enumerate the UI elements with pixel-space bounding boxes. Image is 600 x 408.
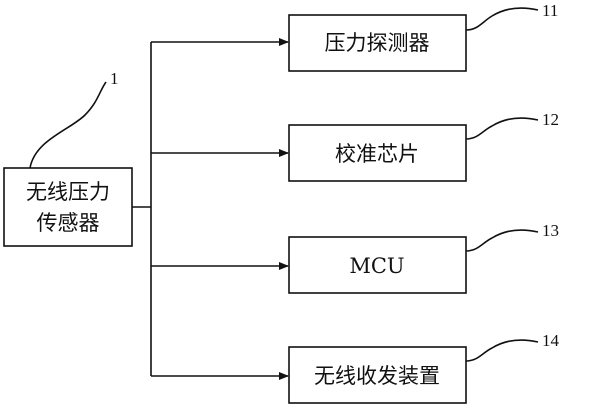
leader-line-13 xyxy=(465,229,539,252)
sub-block-pressure-detector: 压力探测器 xyxy=(288,14,467,72)
leader-line-11 xyxy=(465,7,539,31)
ref-numeral-14: 14 xyxy=(542,331,560,350)
main-block: 无线压力 传感器 xyxy=(3,167,133,247)
main-block-label-line1: 无线压力 xyxy=(26,180,110,204)
sub-block-calibration-chip: 校准芯片 xyxy=(288,124,467,182)
leader-line-12 xyxy=(465,117,539,140)
sub-block-label: 无线收发装置 xyxy=(314,364,440,388)
ref-numeral-11: 11 xyxy=(542,1,558,20)
sub-block-mcu: MCU xyxy=(288,236,467,294)
sub-block-wireless-transceiver: 无线收发装置 xyxy=(288,346,467,404)
sub-block-label: 校准芯片 xyxy=(335,142,419,166)
ref-numeral-13: 13 xyxy=(542,221,559,240)
sub-block-label: MCU xyxy=(349,254,404,278)
leader-line-14 xyxy=(465,339,539,362)
leader-line-1 xyxy=(29,81,107,169)
ref-numeral-1: 1 xyxy=(110,69,119,88)
sub-block-label: 压力探测器 xyxy=(325,31,430,55)
main-block-label-line2: 传感器 xyxy=(37,211,100,235)
ref-numeral-12: 12 xyxy=(542,110,559,129)
